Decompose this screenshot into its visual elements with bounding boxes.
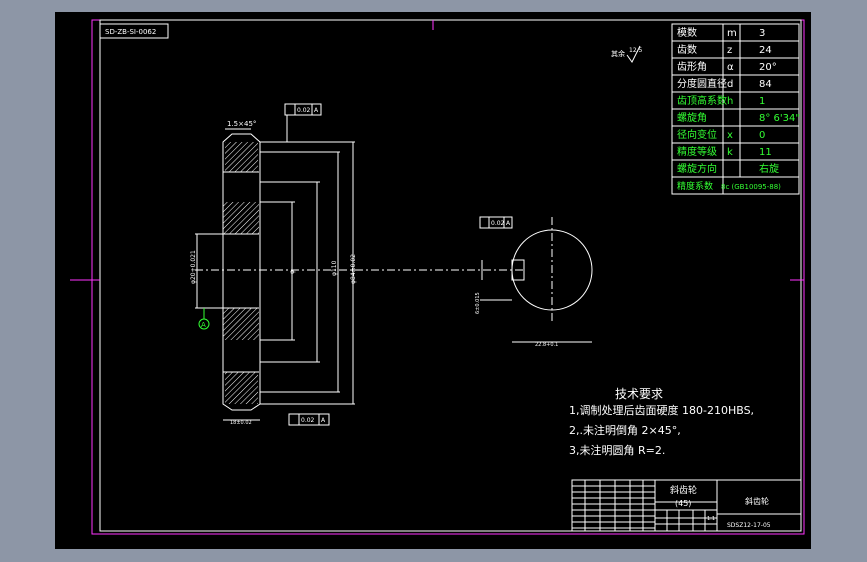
roughness-symbol (626, 45, 641, 63)
drawing-number-text: SD-ZB-SI-0062 (105, 28, 156, 36)
keyway-slot (511, 259, 525, 281)
hatch-bottom-rim (225, 372, 258, 404)
param-value-8: 右旋 (759, 162, 779, 175)
gear-section-view: φ84±0.02 φ110 φ φ20+0.021 1.5×45° 18±0.0… (190, 103, 525, 426)
param-value-1: 24 (759, 45, 772, 56)
title-drawing-code: SDSZ12-17-05 (727, 522, 771, 529)
param-name-2: 齿形角 (677, 61, 707, 73)
dim-root-text: φ (289, 270, 296, 274)
dim-outer-text: φ84±0.02 (350, 254, 357, 284)
tolerance-frame-keyway: 0.02 A (479, 216, 513, 229)
tech-title: 技术要求 (615, 387, 663, 401)
param-name-8: 螺旋方向 (677, 162, 717, 175)
svg-text:A: A (321, 417, 326, 424)
chamfer-note: 1.5×45° (227, 120, 256, 128)
title-material: (45) (675, 499, 691, 508)
param-value-0: 3 (759, 28, 765, 39)
param-name-7: 精度等级 (677, 145, 717, 158)
hatch-bottom-hub (223, 308, 259, 340)
gear-outline (222, 133, 261, 411)
svg-text:0.02: 0.02 (491, 220, 505, 227)
dim-ref-text: φ110 (331, 260, 338, 276)
param-value-3: 84 (759, 79, 772, 90)
svg-text:0.02: 0.02 (297, 107, 311, 114)
param-symbol-4: h (727, 96, 733, 107)
title-scale: 1:1 (707, 516, 715, 522)
param-name-4: 齿顶高系数 (677, 94, 727, 107)
param-value-2: 20° (759, 62, 777, 73)
tech-item-2: 2,.未注明倒角 2×45°, (569, 423, 681, 437)
param-value-5: 8° 6'34" (759, 113, 800, 124)
param-symbol-2: α (727, 62, 734, 73)
param-symbol-6: x (727, 130, 733, 141)
param-symbol-7: k (727, 147, 733, 158)
param-symbol-1: z (727, 45, 732, 56)
tech-requirements: 技术要求 1,调制处理后齿面硬度 180-210HBS, 2,.未注明倒角 2×… (569, 387, 754, 457)
datum-a-label: A (201, 321, 206, 329)
hatch-top-hub (223, 202, 259, 234)
param-symbol-0: m (727, 28, 737, 39)
param-value-4: 1 (759, 96, 765, 107)
inner-frame (99, 19, 802, 532)
svg-text:A: A (314, 107, 319, 114)
tech-item-3: 3,未注明圆角 R=2. (569, 443, 665, 457)
param-name-1: 齿数 (677, 43, 697, 56)
roughness-value: 12.5 (629, 47, 643, 54)
param-name-5: 螺旋角 (677, 111, 707, 124)
param-value-9: 8c (GB10095-88) (721, 183, 781, 191)
dim-bore-text: φ20+0.021 (190, 250, 197, 284)
cad-viewport[interactable]: SD-ZB-SI-0062 其余 12.5 (55, 12, 811, 549)
tech-item-1: 1,调制处理后齿面硬度 180-210HBS, (569, 403, 754, 417)
param-name-3: 分度圆直径 (677, 77, 727, 90)
dim-width-text: 18±0.02 (230, 420, 252, 426)
tolerance-frame-top: 0.02 A (284, 103, 322, 142)
param-value-7: 11 (759, 147, 772, 158)
param-name-6: 径向变位 (677, 128, 717, 141)
title-drawing-title: 斜齿轮 (745, 496, 769, 506)
keyway-width-text: 6±0.015 (475, 292, 481, 314)
hatch-top-rim (225, 142, 258, 172)
roughness-label: 其余 (611, 49, 625, 58)
param-symbol-3: d (727, 79, 733, 90)
drawing-canvas: SD-ZB-SI-0062 其余 12.5 (70, 19, 805, 535)
title-block: 斜齿轮 (45) 斜齿轮 SDSZ12-17-05 1:1 (571, 479, 802, 532)
keyway-depth-text: 22.8+0.1 (535, 342, 558, 348)
param-name-9: 精度系数 (677, 180, 713, 192)
keyway-view: 6±0.015 22.8+0.1 0.02 A (475, 216, 593, 348)
svg-text:0.02: 0.02 (301, 417, 315, 424)
svg-text:A: A (506, 220, 511, 227)
drawing-number-box (99, 23, 169, 39)
title-part-name: 斜齿轮 (670, 484, 697, 496)
param-value-6: 0 (759, 130, 765, 141)
tolerance-frame-bottom: 0.02 A (288, 413, 330, 426)
param-name-0: 模数 (677, 26, 697, 39)
